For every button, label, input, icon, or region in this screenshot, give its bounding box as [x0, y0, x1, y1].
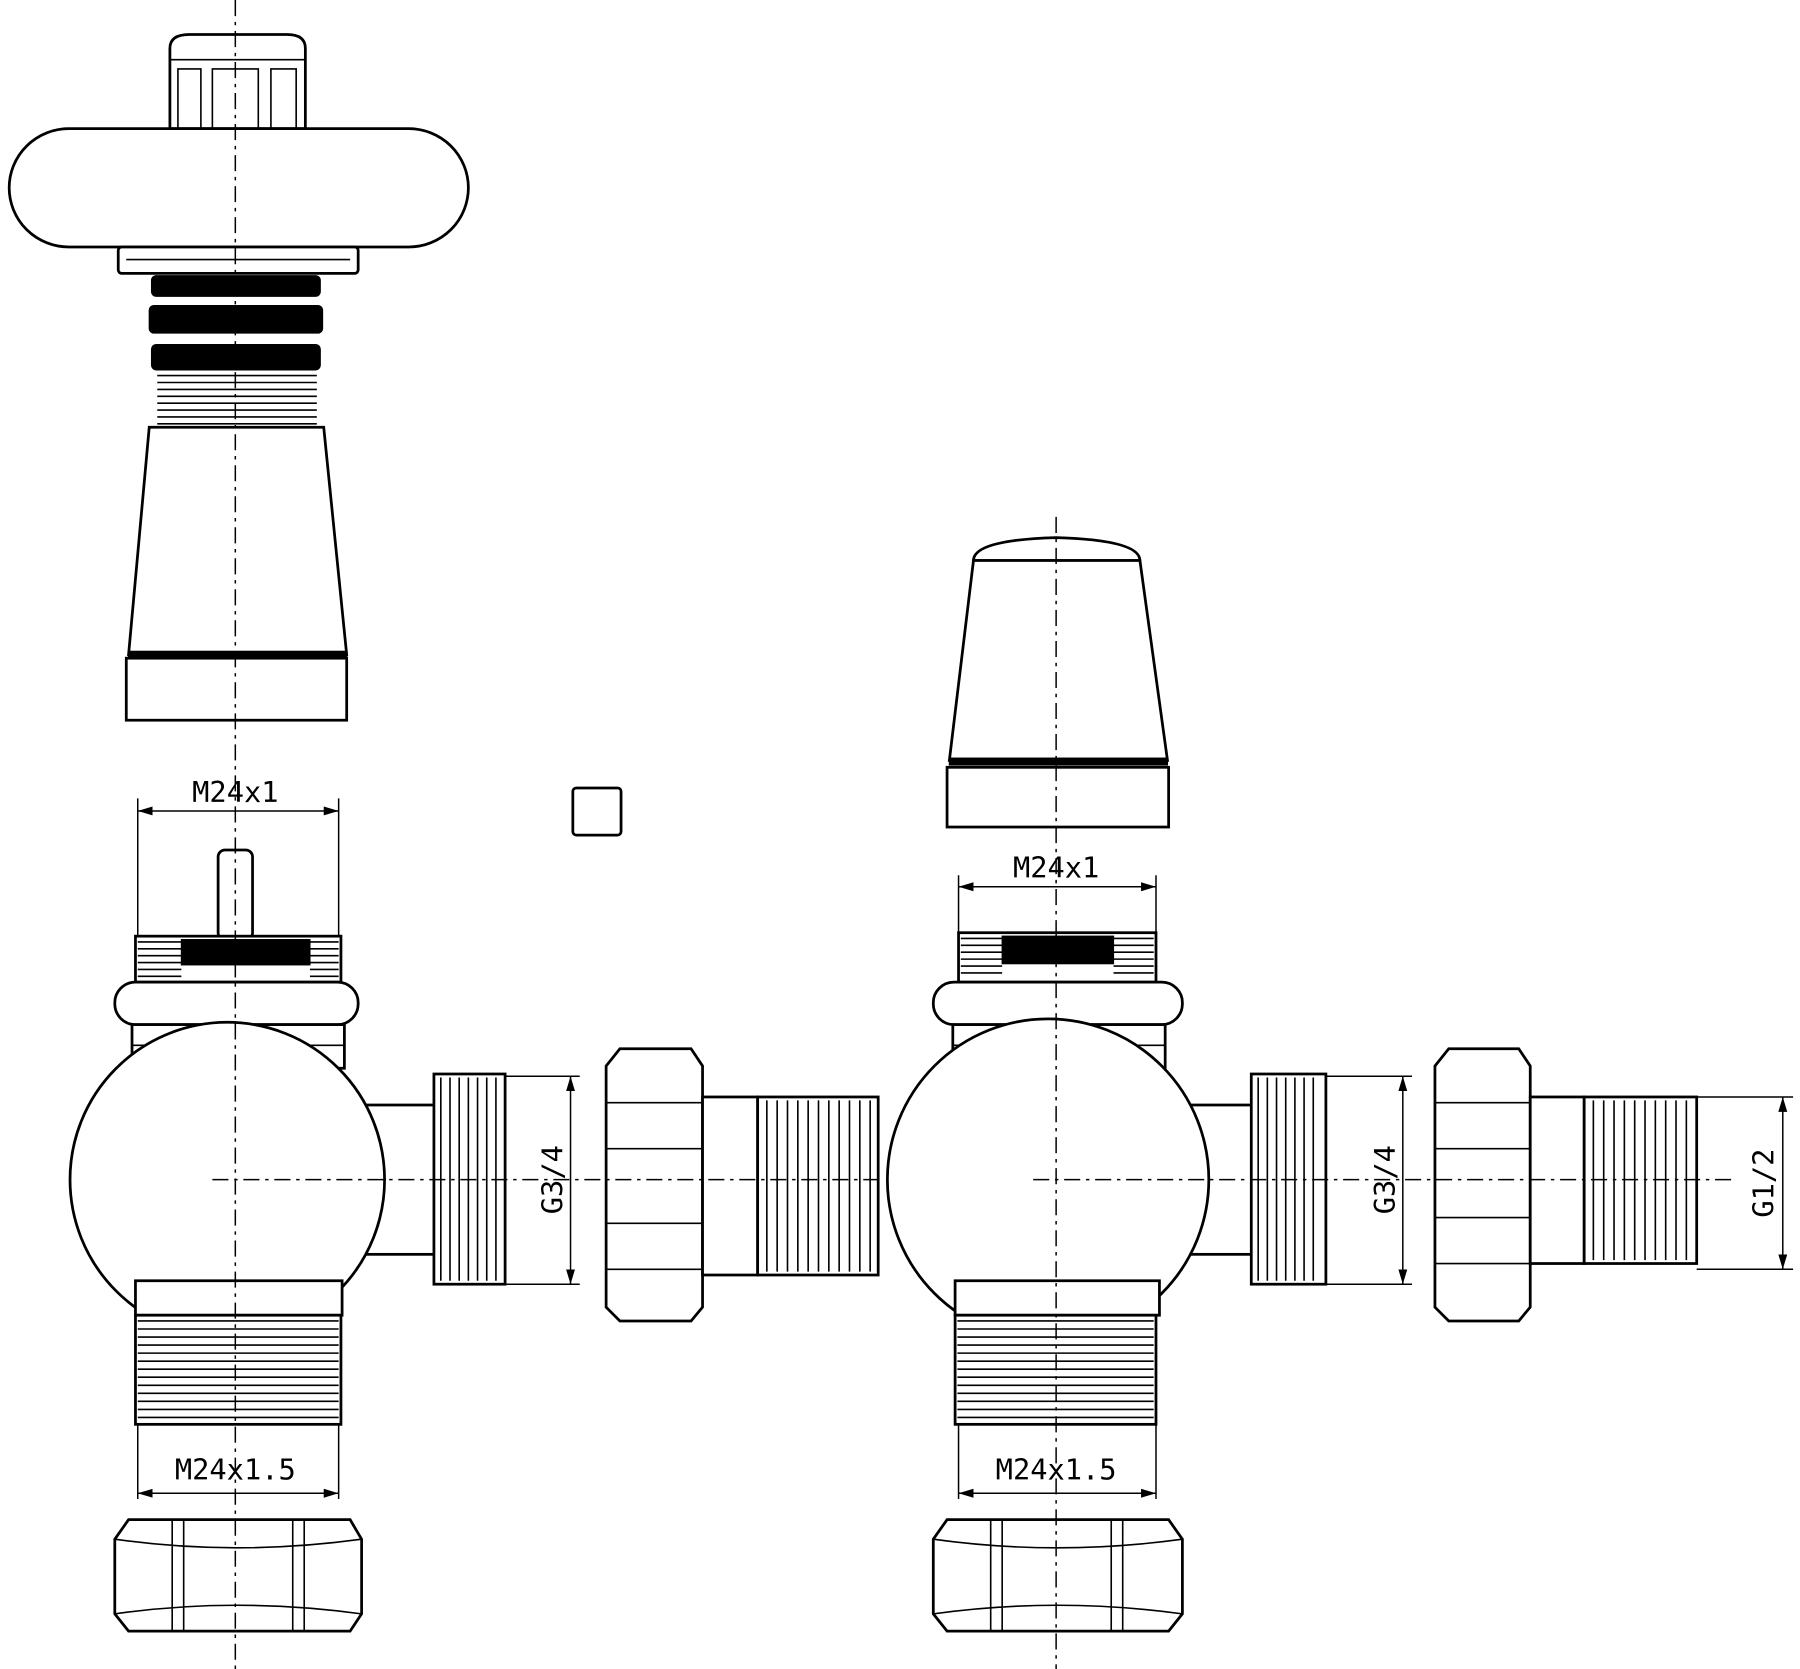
head-body: [7, 127, 470, 249]
right-top-thread-label: M24x1: [1013, 851, 1099, 885]
left-top-dimension: M24x1: [137, 775, 340, 937]
bottom-neck: [953, 1279, 1161, 1317]
right-union-tail: [1433, 1047, 1699, 1323]
left-union-tail: [604, 1047, 880, 1323]
left-side-dimension: G3/4: [505, 1075, 580, 1285]
left-valve-body: [68, 848, 507, 1633]
right-tail-thread-label: G1/2: [1747, 1149, 1781, 1218]
head-top-knob: [168, 33, 307, 131]
top-ring: [113, 980, 360, 1026]
thread-lines: [137, 1320, 339, 1419]
union-nut: [604, 1047, 704, 1323]
right-side-dimension: G3/4: [1325, 1075, 1412, 1285]
thread-lines: [137, 941, 339, 978]
top-insert: [1001, 935, 1115, 965]
right-valve-body: [885, 931, 1328, 1633]
right-tail-dimension: G1/2: [1696, 1096, 1794, 1271]
right-manual-cap: [945, 536, 1171, 829]
head-bottom-ring: [124, 656, 349, 722]
cap-sleeve: [947, 559, 1170, 762]
right-side-thread-label: G3/4: [1368, 1145, 1402, 1214]
head-sleeve: [127, 425, 349, 657]
left-thermostatic-head: [7, 33, 470, 722]
valve-pin: [216, 848, 254, 941]
union-nut: [1433, 1047, 1532, 1323]
right-top-dimension: M24x1: [957, 851, 1157, 933]
spare-cap-square: [571, 786, 623, 837]
thread-lines: [157, 374, 317, 425]
cap-bottom-ring: [945, 765, 1171, 829]
left-top-thread-label: M24x1: [192, 775, 278, 809]
bottom-nut: [113, 1518, 363, 1633]
bottom-neck: [134, 1279, 344, 1317]
right-bottom-thread-label: M24x1.5: [996, 1452, 1117, 1486]
top-insert: [180, 939, 311, 966]
left-bottom-thread-label: M24x1.5: [175, 1452, 296, 1486]
bottom-nut: [931, 1518, 1184, 1633]
thread-lines: [960, 937, 1154, 974]
thread-lines: [766, 1100, 871, 1272]
union-tail: [701, 1095, 760, 1277]
right-bottom-dimension: M24x1.5: [957, 1424, 1157, 1499]
left-bottom-dimension: M24x1.5: [137, 1424, 340, 1499]
left-side-thread-label: G3/4: [536, 1145, 570, 1214]
